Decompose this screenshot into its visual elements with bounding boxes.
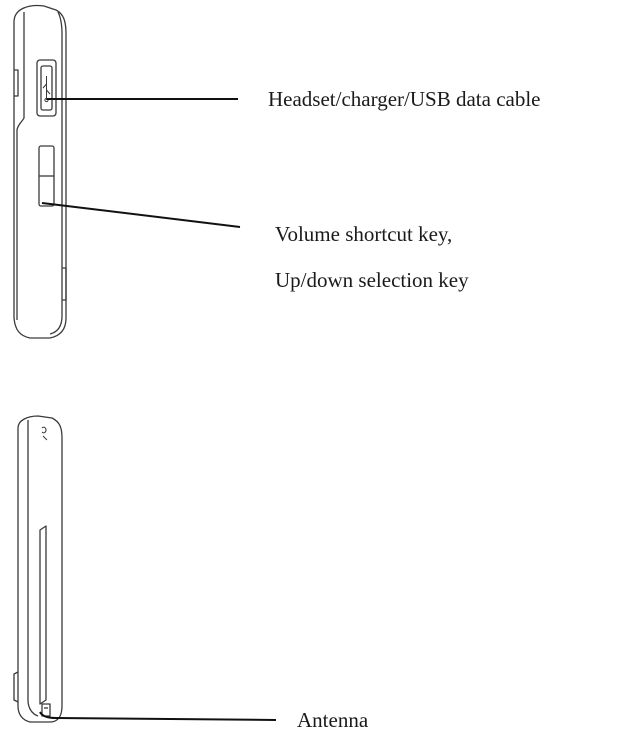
phone-body-outline-2 <box>17 415 63 723</box>
phone-body-outline <box>13 4 67 339</box>
antenna-connector <box>41 703 51 717</box>
usb-port <box>36 59 57 117</box>
phone-side-view-right <box>13 415 63 723</box>
phone-side-bump <box>13 671 19 703</box>
phone-back-slot <box>39 525 47 705</box>
phone-side-notch <box>14 69 19 97</box>
volume-leader-line <box>41 202 241 228</box>
volume-key-label-line2: Up/down selection key <box>275 268 469 292</box>
phone-lower-detail <box>62 267 67 301</box>
headset-connector-label: Headset/charger/USB data cable <box>268 87 541 111</box>
volume-key-label: Volume shortcut key, Up/down selection k… <box>275 211 469 303</box>
phone-bezel-line-2 <box>27 420 39 717</box>
antenna-leader-line <box>39 711 277 721</box>
volume-key-label-line1: Volume shortcut key, <box>275 222 453 246</box>
usb-icon <box>42 76 51 103</box>
phone-back-rim <box>49 11 63 335</box>
power-key-mark <box>41 426 48 441</box>
usb-port-inner <box>40 65 53 111</box>
phone-bezel-line <box>16 12 25 320</box>
antenna-label: Antenna <box>297 708 369 732</box>
phone-side-view-left <box>13 4 67 339</box>
